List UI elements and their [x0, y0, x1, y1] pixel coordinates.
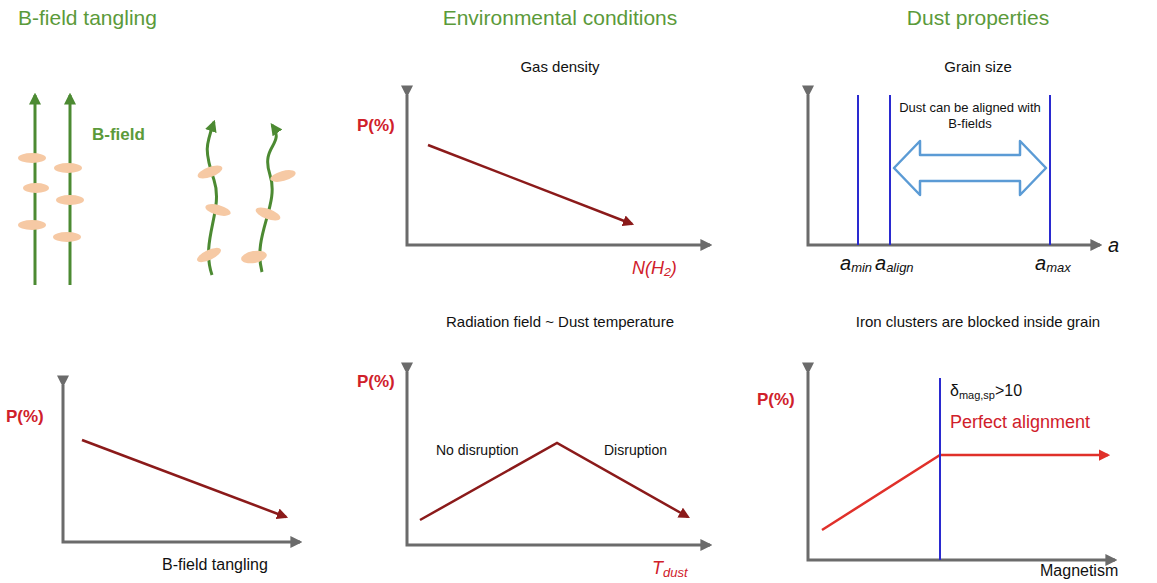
- threshold-label: >10: [995, 382, 1022, 400]
- axis-label: a: [1108, 234, 1119, 257]
- column-heading: B-field tangling: [18, 6, 157, 30]
- alignment-range: Dust can be aligned with B-fields: [892, 98, 1048, 197]
- threshold-label: mag,sp: [959, 389, 995, 402]
- axis-label: P(%): [357, 372, 395, 392]
- range-text: Dust can be aligned with B-fields: [892, 98, 1048, 133]
- regime-label: Perfect alignment: [950, 412, 1090, 433]
- double-arrow: [892, 139, 1048, 197]
- column-heading: Dust properties: [907, 6, 1049, 30]
- panel-title: Radiation field ~ Dust temperature: [446, 313, 674, 330]
- panel-title: Grain size: [944, 58, 1012, 75]
- size-symbol: a: [875, 252, 886, 275]
- regime-label: No disruption: [436, 442, 519, 458]
- size-symbol: a: [1035, 252, 1046, 275]
- field-label: B-field: [92, 125, 145, 145]
- column-heading: Environmental conditions: [443, 6, 678, 30]
- threshold-label: δ: [950, 382, 959, 400]
- axis-label: P(%): [357, 116, 395, 136]
- trend-lines: [82, 145, 688, 520]
- dust-grains: [18, 153, 297, 265]
- regime-label: Disruption: [604, 442, 667, 458]
- size-symbol: a: [840, 252, 851, 275]
- axis-label: Magnetism: [1040, 562, 1118, 580]
- panel-title: Gas density: [520, 58, 599, 75]
- size-subscript: max: [1046, 261, 1071, 276]
- alignment-curve: [822, 455, 1108, 530]
- field-lines: [35, 95, 276, 285]
- axis-label: N(H₂): [632, 258, 677, 279]
- double-arrow-outline: [894, 141, 1046, 195]
- axis-subscript: dust: [663, 566, 688, 581]
- size-subscript: align: [886, 261, 913, 276]
- axis-label: B-field tangling: [162, 556, 268, 574]
- panel-title: Iron clusters are blocked inside grain: [856, 313, 1100, 330]
- axes: [63, 95, 1115, 560]
- axis-label: T: [652, 558, 663, 579]
- axis-label: P(%): [757, 390, 795, 410]
- size-subscript: min: [851, 261, 872, 276]
- axis-label: P(%): [6, 407, 44, 427]
